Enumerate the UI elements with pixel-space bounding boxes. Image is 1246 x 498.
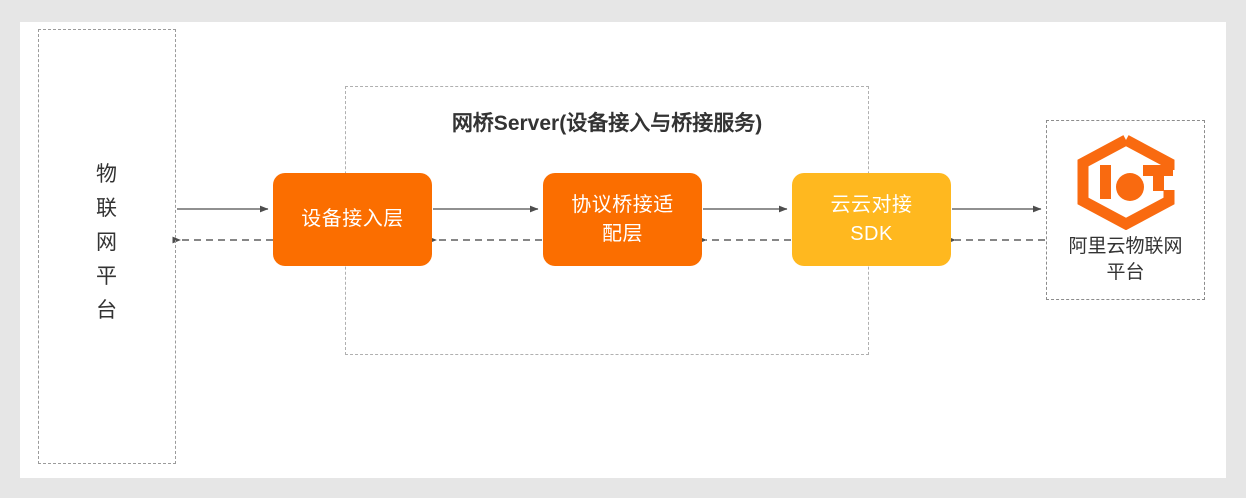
cloud-to-cloud-sdk-label: 云云对接 SDK	[830, 193, 913, 245]
protocol-bridge-adapter-layer-label: 协议桥接适 配层	[571, 193, 674, 245]
diagram-canvas: 物 联 网 平 台 网桥Server(设备接入与桥接服务) 设备接入层 协议桥接…	[20, 22, 1226, 478]
protocol-bridge-adapter-layer-box[interactable]: 协议桥接适 配层	[543, 173, 702, 266]
iot-platform-container[interactable]: 物 联 网 平 台	[38, 29, 176, 464]
device-access-layer-label: 设备接入层	[301, 208, 404, 230]
aliyun-iot-platform-label: 阿里云物联网 平台	[1068, 236, 1183, 283]
device-access-layer-box[interactable]: 设备接入层	[273, 173, 432, 266]
cloud-to-cloud-sdk-box[interactable]: 云云对接 SDK	[792, 173, 951, 266]
aliyun-iot-platform-container[interactable]: 阿里云物联网 平台	[1046, 120, 1205, 300]
bridge-server-title: 网桥Server(设备接入与桥接服务)	[451, 112, 763, 135]
iot-platform-label: 物 联 网 平 台	[96, 163, 118, 322]
iot-hexagon-logo-icon	[1077, 135, 1174, 230]
